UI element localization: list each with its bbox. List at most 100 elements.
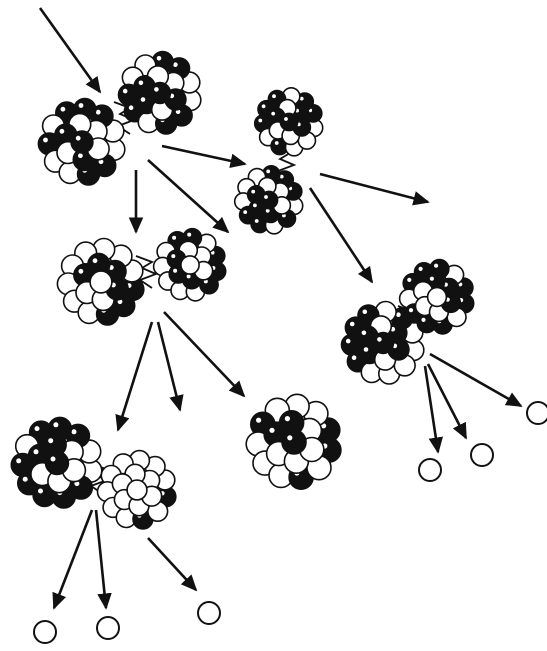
sphere-highlight <box>266 169 271 174</box>
sphere-highlight <box>284 416 290 422</box>
sphere-highlight <box>363 347 369 352</box>
neutron-path-arrow <box>163 311 246 398</box>
proton-sphere <box>259 190 279 210</box>
sphere-highlight <box>434 263 439 268</box>
sphere-highlight <box>362 309 368 315</box>
sphere-highlight <box>299 96 304 101</box>
sphere-highlight <box>71 429 77 435</box>
sphere-highlight <box>351 355 357 361</box>
nucleus-fragment-4b <box>398 258 475 335</box>
sphere-highlight <box>251 189 256 194</box>
free-neutron <box>33 620 57 644</box>
sphere-highlight <box>254 219 259 223</box>
sphere-highlight <box>421 317 426 322</box>
nucleus-fragment-1a <box>37 97 126 186</box>
sphere-highlight <box>349 321 355 327</box>
sphere-highlight <box>60 106 66 112</box>
sphere-highlight <box>287 435 293 441</box>
sphere-highlight <box>258 118 263 123</box>
sphere-highlight <box>279 174 284 179</box>
sphere-highlight <box>33 449 39 455</box>
sphere-highlight <box>256 417 262 423</box>
free-neutron <box>470 443 494 467</box>
sphere-highlight <box>92 258 98 264</box>
sphere-highlight <box>74 481 80 487</box>
sphere-highlight <box>128 105 134 110</box>
neutron-path-arrow <box>426 363 468 440</box>
sphere-highlight <box>186 274 191 279</box>
neutron-path-arrow <box>429 352 523 408</box>
proton-sphere <box>148 81 172 105</box>
nucleus-fragment-2a <box>253 87 324 157</box>
sphere-highlight <box>173 62 178 67</box>
neutron-sphere <box>126 479 148 501</box>
free-neutron <box>96 616 120 640</box>
nucleus-fragment-5b <box>96 449 177 530</box>
nuclei-layer <box>10 50 475 530</box>
neutron-path-arrow <box>147 159 230 234</box>
sphere-highlight <box>50 456 56 462</box>
sphere-highlight <box>271 111 276 116</box>
proton-sphere <box>281 429 307 455</box>
sphere-highlight <box>173 268 178 273</box>
free-neutron <box>197 601 221 625</box>
sphere-highlight <box>43 137 48 143</box>
sphere-highlight <box>172 235 177 240</box>
sphere-highlight <box>154 87 159 92</box>
sphere-highlight <box>418 266 423 271</box>
sphere-highlight <box>253 203 257 208</box>
sphere-highlight <box>429 276 434 281</box>
sphere-highlight <box>361 330 367 336</box>
proton-sphere <box>44 450 70 476</box>
neutron-path-arrow <box>161 144 247 169</box>
sphere-highlight <box>117 299 123 305</box>
sphere-highlight <box>396 312 401 318</box>
proton-sphere <box>371 331 395 355</box>
sphere-highlight <box>261 104 266 109</box>
proton-sphere <box>70 130 94 154</box>
sphere-highlight <box>38 488 43 494</box>
sphere-highlight <box>59 128 65 134</box>
proton-sphere <box>279 112 299 132</box>
sphere-highlight <box>78 268 84 274</box>
sphere-highlight <box>48 438 54 444</box>
sphere-highlight <box>345 338 351 344</box>
neutron-sphere <box>180 255 200 275</box>
sphere-highlight <box>407 277 412 282</box>
free-neutron <box>418 458 442 482</box>
nucleus-fragment-5a <box>10 416 103 509</box>
neutron-sphere <box>426 286 448 308</box>
nucleus-fragment-3a <box>56 237 145 326</box>
sphere-highlight <box>265 208 270 213</box>
sphere-highlight <box>408 308 414 313</box>
neutron-sphere <box>89 270 113 294</box>
neutron-path-arrow <box>38 7 102 94</box>
sphere-highlight <box>140 97 146 102</box>
sphere-highlight <box>156 56 162 61</box>
sphere-highlight <box>377 337 382 342</box>
sphere-highlight <box>78 103 84 108</box>
neutron-path-arrow <box>308 187 374 284</box>
sphere-highlight <box>34 426 40 432</box>
sphere-highlight <box>122 88 128 94</box>
sphere-highlight <box>78 153 83 159</box>
neutron-path-arrow <box>319 172 430 206</box>
neutron-path-arrow <box>115 321 154 432</box>
sphere-highlight <box>22 476 28 482</box>
neutron-path-arrow <box>423 365 444 454</box>
sphere-highlight <box>264 195 268 199</box>
neutron-path-arrow <box>156 321 184 412</box>
sphere-highlight <box>243 210 248 215</box>
arrows-layer <box>38 7 523 610</box>
neutron-path-arrow <box>52 509 94 610</box>
sphere-highlight <box>272 94 276 99</box>
sphere-highlight <box>171 254 176 259</box>
nucleus-fragment-4a <box>340 300 425 385</box>
nucleus-fragment-2b <box>233 164 304 235</box>
sphere-highlight <box>187 232 192 237</box>
sphere-highlight <box>269 427 275 433</box>
sphere-highlight <box>98 159 104 165</box>
neutrons-layer <box>33 401 547 644</box>
sphere-highlight <box>75 135 81 141</box>
